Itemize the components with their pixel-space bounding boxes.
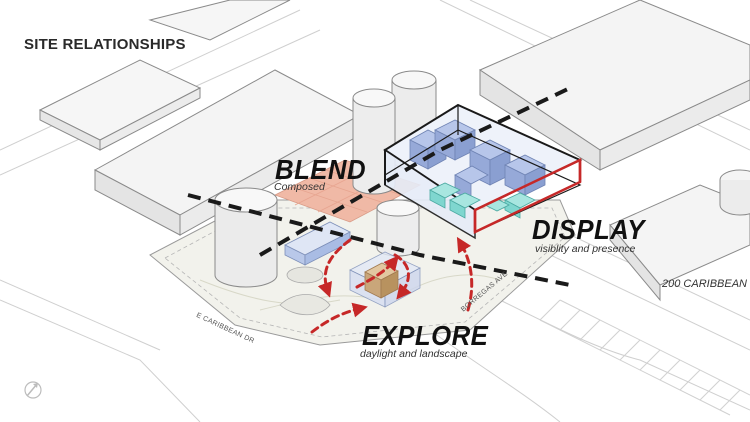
display-subtitle: visiblity and presence: [535, 243, 636, 255]
blend-subtitle: Composed: [274, 181, 325, 193]
movement-arrows: [310, 236, 474, 334]
context-buildings: [38, 0, 750, 302]
blend-label: BLEND: [275, 154, 367, 185]
north-arrow-icon: [24, 381, 42, 399]
explore-label: EXPLORE: [362, 320, 489, 351]
display-label: DISPLAY: [532, 214, 645, 245]
display-building: [383, 103, 583, 240]
page-title: SITE RELATIONSHIPS: [24, 36, 186, 53]
parking-lot: [539, 299, 750, 416]
axis-lines: [187, 86, 571, 287]
explore-subtitle: daylight and landscape: [360, 348, 468, 360]
address-label: 200 CARIBBEAN: [662, 278, 747, 290]
